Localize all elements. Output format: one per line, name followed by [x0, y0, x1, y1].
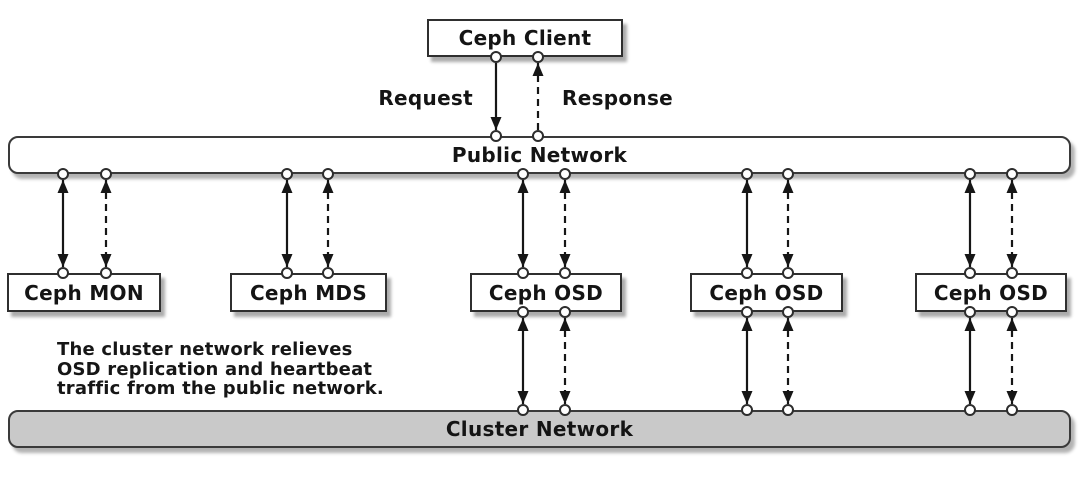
arrowhead-down: [490, 117, 502, 130]
arrowhead-up: [782, 180, 794, 193]
arrowhead-up: [517, 180, 529, 193]
arrowhead-down: [964, 254, 976, 267]
arrowhead-down: [517, 391, 529, 404]
cluster-network-label: Cluster Network: [445, 417, 634, 441]
arrowhead-down: [964, 391, 976, 404]
arrowhead-up: [559, 318, 571, 331]
ceph-client-label: Ceph Client: [458, 26, 592, 50]
arrowhead-up: [100, 180, 112, 193]
ceph-client-box: Ceph Client: [427, 19, 623, 57]
arrowhead-up: [1006, 318, 1018, 331]
node-label: Ceph MDS: [249, 280, 368, 305]
arrowhead-down: [559, 391, 571, 404]
arrowhead-up: [517, 318, 529, 331]
node-label: Ceph MON: [24, 280, 144, 305]
arrowhead-up: [964, 180, 976, 193]
arrowhead-up: [964, 318, 976, 331]
arrowhead-down: [322, 254, 334, 267]
caption-line: OSD replication and heartbeat: [57, 358, 373, 380]
arrowhead-up: [57, 180, 69, 193]
arrowhead-up: [741, 180, 753, 193]
arrowhead-up: [782, 318, 794, 331]
node-box-ceph-osd-3: Ceph OSD: [915, 273, 1067, 312]
node-box-ceph-mds: Ceph MDS: [230, 273, 387, 312]
node-label: Ceph OSD: [709, 280, 824, 305]
request-label: Request: [378, 86, 473, 110]
arrowhead-down: [517, 254, 529, 267]
arrowhead-up: [322, 180, 334, 193]
node-label: Ceph OSD: [933, 280, 1049, 305]
arrowhead-up: [741, 318, 753, 331]
caption-line: The cluster network relieves: [57, 339, 353, 360]
arrowhead-down: [281, 254, 293, 267]
arrowhead-down: [741, 391, 753, 404]
node-box-ceph-mon: Ceph MON: [7, 273, 161, 312]
arrowhead-down: [559, 254, 571, 267]
arrowhead-down: [1006, 254, 1018, 267]
node-box-ceph-osd-2: Ceph OSD: [690, 273, 843, 312]
arrowhead-down: [1006, 391, 1018, 404]
arrowhead-up: [281, 180, 293, 193]
arrowhead-down: [782, 254, 794, 267]
node-label: Ceph OSD: [488, 280, 604, 305]
arrowhead-up: [559, 180, 571, 193]
cluster-network-bar: Cluster Network: [8, 410, 1071, 448]
node-box-ceph-osd-1: Ceph OSD: [470, 273, 622, 312]
arrowhead-up: [1006, 180, 1018, 193]
arrowhead-down: [57, 254, 69, 267]
cluster-network-caption: The cluster network relieves OSD replica…: [57, 340, 384, 399]
arrowhead-up: [532, 63, 544, 76]
public-network-bar: Public Network: [8, 136, 1071, 174]
public-network-label: Public Network: [451, 143, 628, 167]
arrowhead-down: [100, 254, 112, 267]
arrowhead-down: [741, 254, 753, 267]
arrowhead-down: [782, 391, 794, 404]
caption-line: traffic from the public network.: [57, 378, 384, 399]
response-label: Response: [562, 86, 674, 110]
